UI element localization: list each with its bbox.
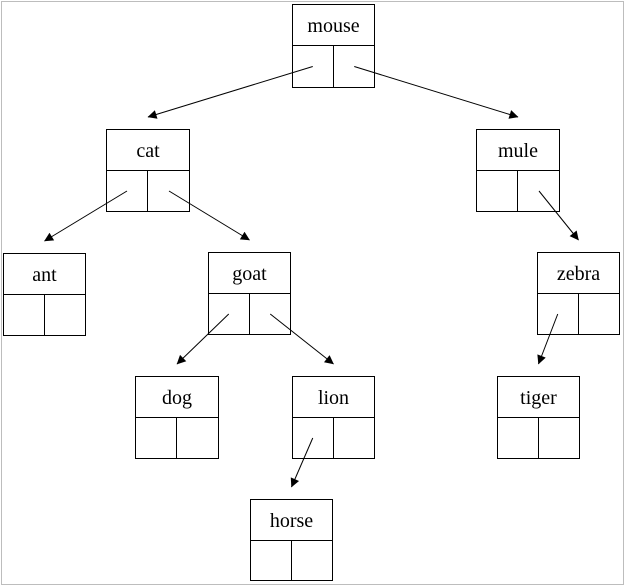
tree-node-goat-left-pointer-cell — [209, 294, 250, 334]
tree-node-zebra: zebra — [537, 252, 620, 335]
tree-node-dog-right-pointer-cell — [177, 418, 218, 458]
tree-node-horse-right-pointer-cell — [292, 541, 333, 580]
tree-node-label-cat: cat — [107, 130, 189, 171]
tree-node-label-horse: horse — [251, 500, 332, 541]
tree-node-label-tiger: tiger — [498, 377, 579, 418]
tree-node-mouse-left-pointer-cell — [293, 46, 334, 87]
tree-node-label-mule: mule — [477, 130, 559, 171]
tree-node-horse: horse — [250, 499, 333, 581]
tree-node-ant-left-pointer-cell — [4, 295, 45, 335]
tree-node-goat-right-pointer-cell — [250, 294, 291, 334]
tree-node-mouse: mouse — [292, 4, 375, 88]
tree-node-dog: dog — [135, 376, 219, 459]
tree-node-horse-left-pointer-cell — [251, 541, 292, 580]
tree-node-lion: lion — [292, 376, 375, 459]
tree-node-label-zebra: zebra — [538, 253, 619, 294]
tree-node-label-dog: dog — [136, 377, 218, 418]
tree-node-tiger-left-pointer-cell — [498, 418, 539, 458]
tree-node-cat-right-pointer-cell — [148, 171, 189, 211]
tree-node-lion-left-pointer-cell — [293, 418, 334, 458]
tree-node-mule-left-pointer-cell — [477, 171, 518, 211]
tree-node-label-goat: goat — [209, 253, 290, 294]
tree-node-ant: ant — [3, 253, 86, 336]
tree-node-cat-left-pointer-cell — [107, 171, 148, 211]
tree-node-tiger: tiger — [497, 376, 580, 459]
tree-node-mouse-right-pointer-cell — [334, 46, 375, 87]
tree-node-lion-right-pointer-cell — [334, 418, 375, 458]
tree-node-mule: mule — [476, 129, 560, 212]
tree-node-dog-left-pointer-cell — [136, 418, 177, 458]
tree-node-tiger-right-pointer-cell — [539, 418, 580, 458]
tree-node-cat: cat — [106, 129, 190, 212]
tree-node-zebra-right-pointer-cell — [579, 294, 620, 334]
tree-node-label-lion: lion — [293, 377, 374, 418]
tree-node-ant-right-pointer-cell — [45, 295, 86, 335]
tree-node-mule-right-pointer-cell — [518, 171, 559, 211]
tree-node-goat: goat — [208, 252, 291, 335]
tree-node-label-ant: ant — [4, 254, 85, 295]
tree-node-zebra-left-pointer-cell — [538, 294, 579, 334]
tree-node-label-mouse: mouse — [293, 5, 374, 46]
